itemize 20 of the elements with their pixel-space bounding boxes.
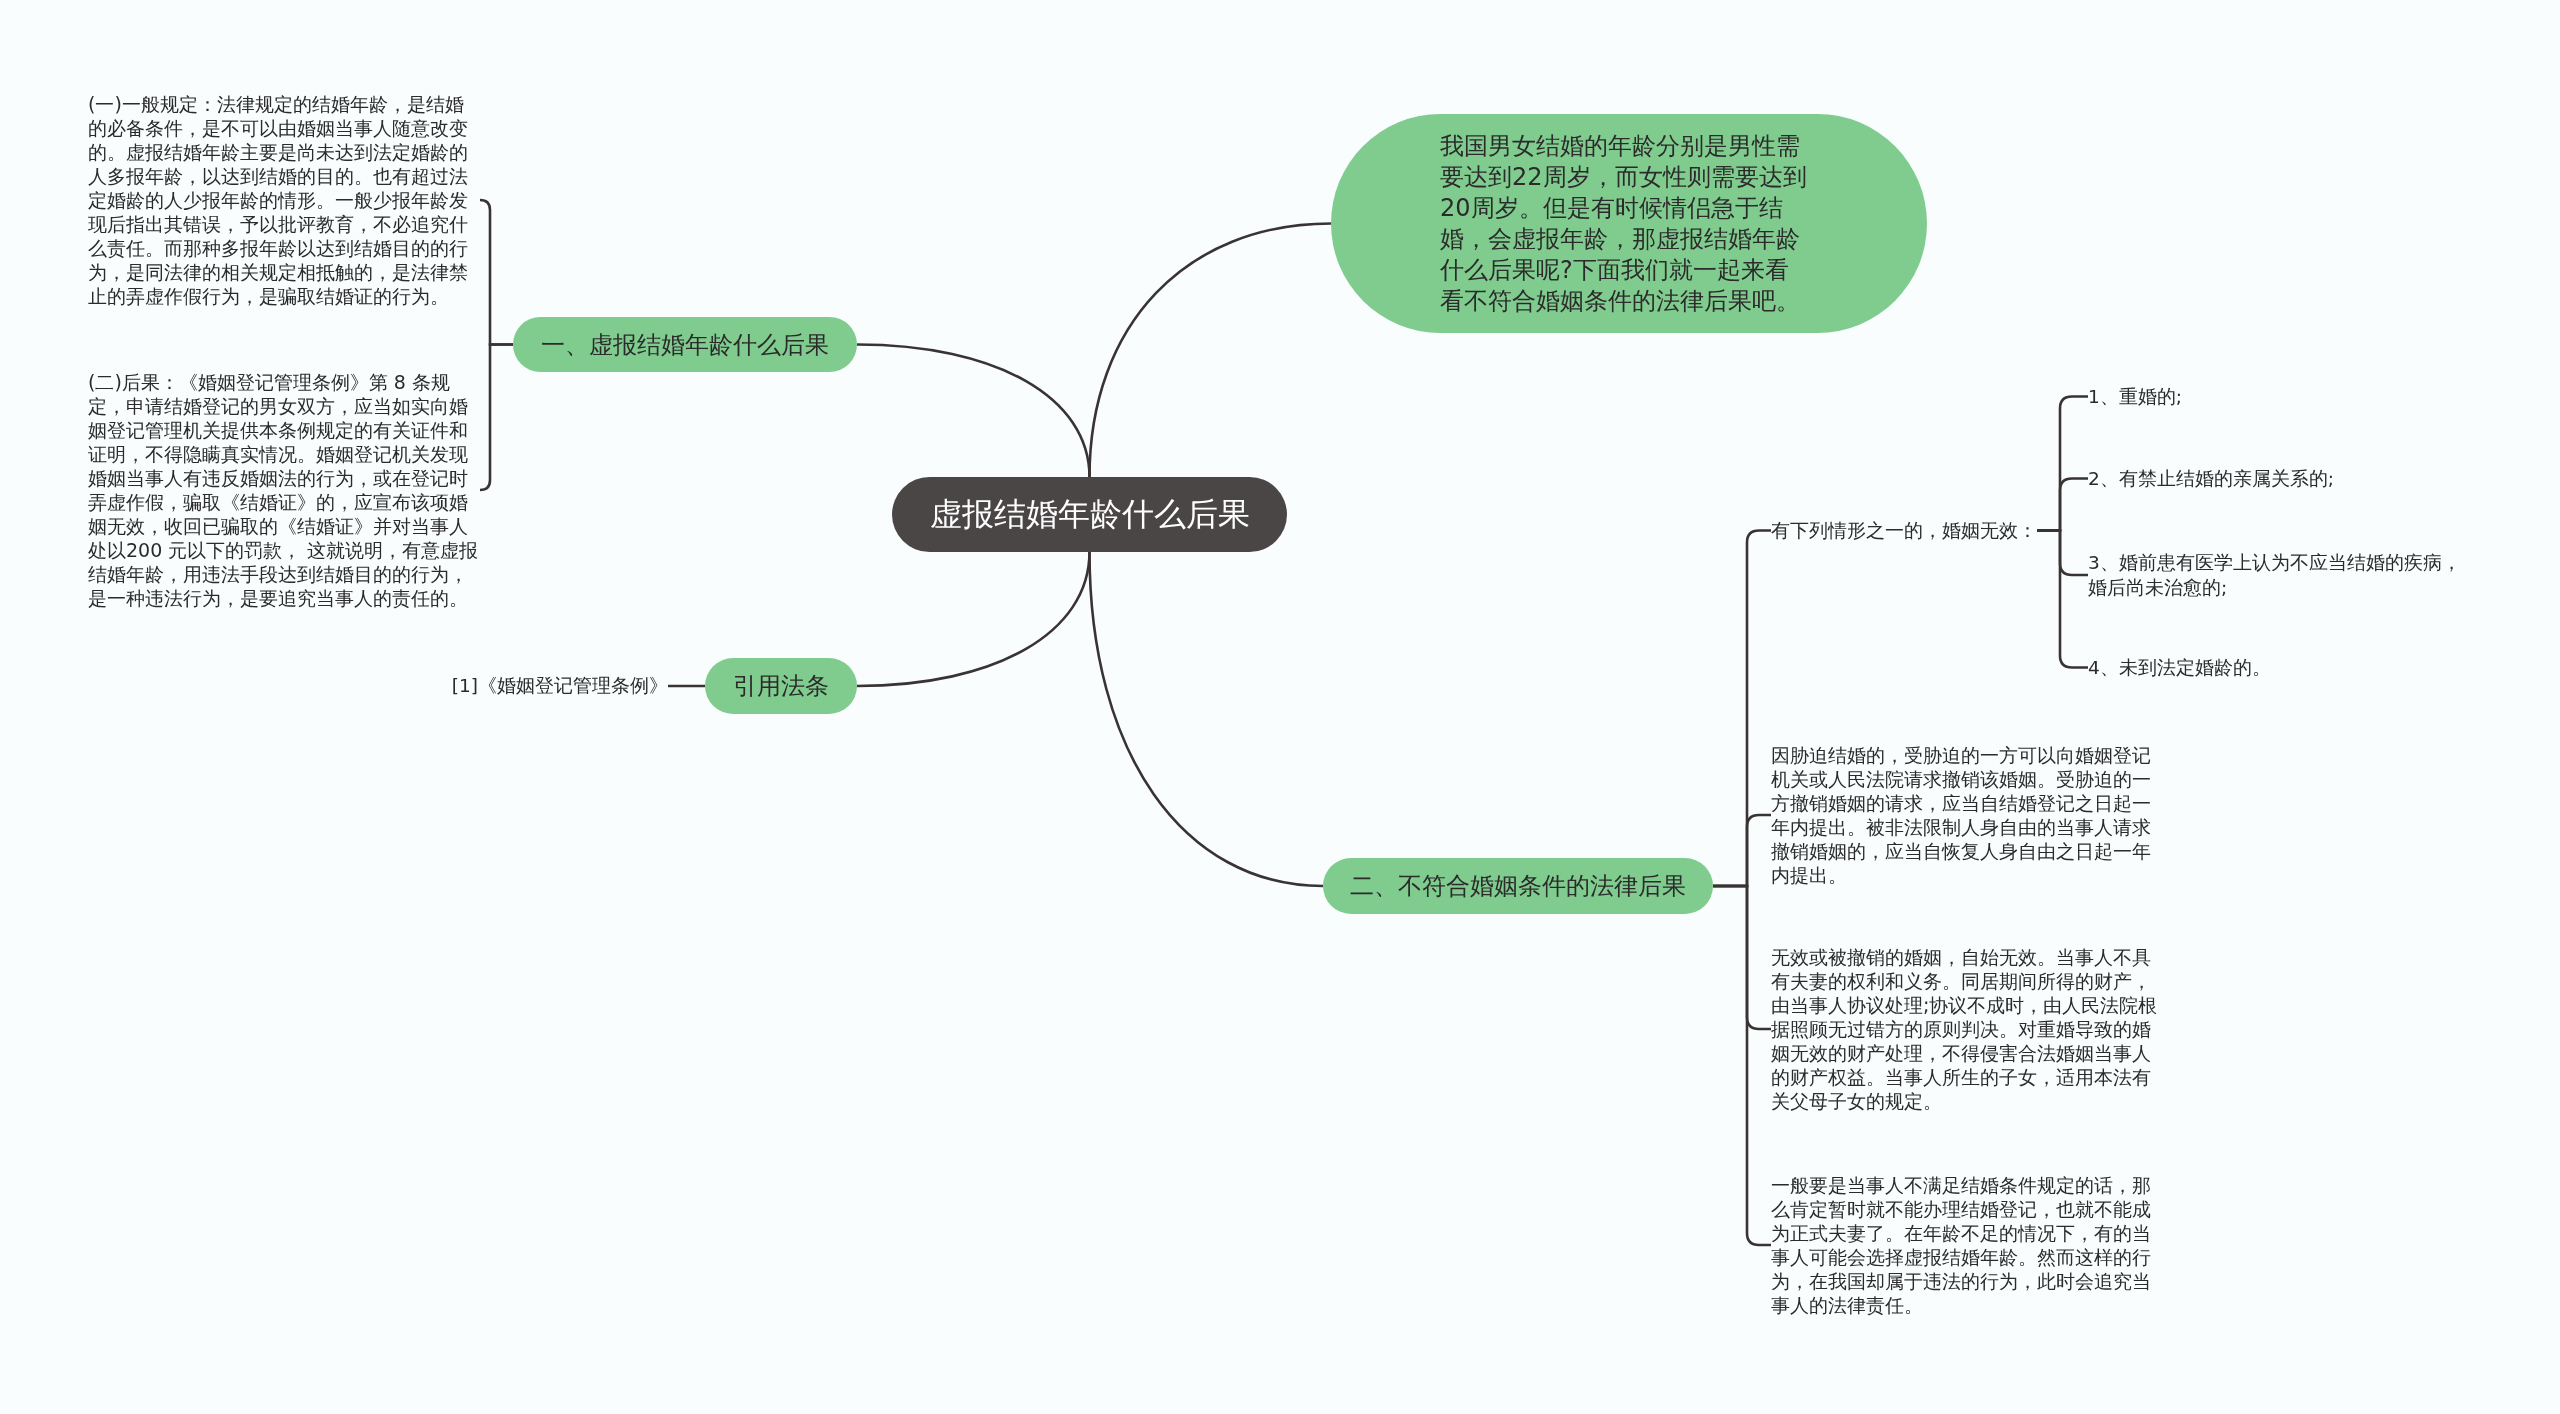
root-topic: 虚报结婚年龄什么后果	[892, 477, 1287, 552]
note-text: 因胁迫结婚的，受胁迫的一方可以向婚姻登记机关或人民法院请求撤销该婚姻。受胁迫的一方撤销婚姻的请求，应当自结婚登记之日起一年内提出。被非法限制人身自由的当事人请求撤销婚姻的，应当自恢复人身自由之日起一年内提出。	[1771, 743, 2163, 887]
connector-line	[478, 343, 513, 492]
list-item-text: 2、有禁止结婚的亲属关系的;	[2088, 466, 2468, 491]
citation-text: [1]《婚姻登记管理条例》	[451, 673, 668, 698]
list-item-text: 4、未到法定婚龄的。	[2088, 655, 2468, 680]
intro-bubble: 我国男女结婚的年龄分别是男性需要达到22周岁，而女性则需要达到20周岁。但是有时候情侣急于结婚，会虚报年龄，那虚报结婚年龄什么后果呢?下面我们就一起来看看不符合婚姻条件的法律后果吧。	[1331, 114, 1927, 333]
note-text: (一)一般规定：法律规定的结婚年龄，是结婚的必备条件，是不可以由婚姻当事人随意改变的。虚报结婚年龄主要是尚未达到法定婚龄的人多报年龄，以达到结婚的目的。也有超过法定婚龄的人少报年龄的情形。一般少报年龄发现后指出其错误，予以批评教育，不必追究什么责任。而那种多报年龄以达到结婚目的的行为，是同法律的相关规定相抵触的，是法律禁止的弄虚作假行为，是骗取结婚证的行为。	[88, 92, 480, 308]
connector-line	[1088, 551, 1324, 888]
note-text: (二)后果：《婚姻登记管理条例》第 8 条规定，申请结婚登记的男女双方，应当如实向婚姻登记管理机关提供本条例规定的有关证件和证明，不得隐瞒真实情况。婚姻登记机关发现婚姻当事人有违反婚姻法的行为，或在登记时弄虚作假，骗取《结婚证》的，应宣布该项婚姻无效，收回已骗取的《结婚证》并对当事人处以200 元以下的罚款， 这就说明，有意虚报结婚年龄，用违法手段达到结婚目的的行为，是一种违法行为，是要追究当事人的责任的。	[88, 370, 480, 610]
connector-line	[668, 684, 705, 688]
connector-line	[856, 343, 1091, 478]
note-text: 一般要是当事人不满足结婚条件规定的话，那么肯定暂时就不能办理结婚登记，也就不能成为正式夫妻了。在年龄不足的情况下，有的当事人可能会选择虚报结婚年龄。然而这样的行为，在我国却属于违法的行为，此时会追究当事人的法律责任。	[1771, 1173, 2163, 1317]
list-item-text: 3、婚前患有医学上认为不应当结婚的疾病，婚后尚未治愈的;	[2088, 550, 2468, 600]
branch-topic: 二、不符合婚姻条件的法律后果	[1323, 858, 1713, 914]
branch-topic: 引用法条	[705, 658, 857, 714]
note-text: 无效或被撤销的婚姻，自始无效。当事人不具有夫妻的权利和义务。同居期间所得的财产，由当事人协议处理;协议不成时，由人民法院根据照顾无过错方的原则判决。对重婚导致的婚姻无效的财产处理，不得侵害合法婚姻当事人的财产权益。当事人所生的子女，适用本法有关父母子女的规定。	[1771, 945, 2163, 1113]
note-text: 有下列情形之一的，婚姻无效：	[1771, 518, 2037, 543]
list-item-text: 1、重婚的;	[2088, 384, 2468, 409]
branch-topic: 一、虚报结婚年龄什么后果	[513, 317, 857, 372]
